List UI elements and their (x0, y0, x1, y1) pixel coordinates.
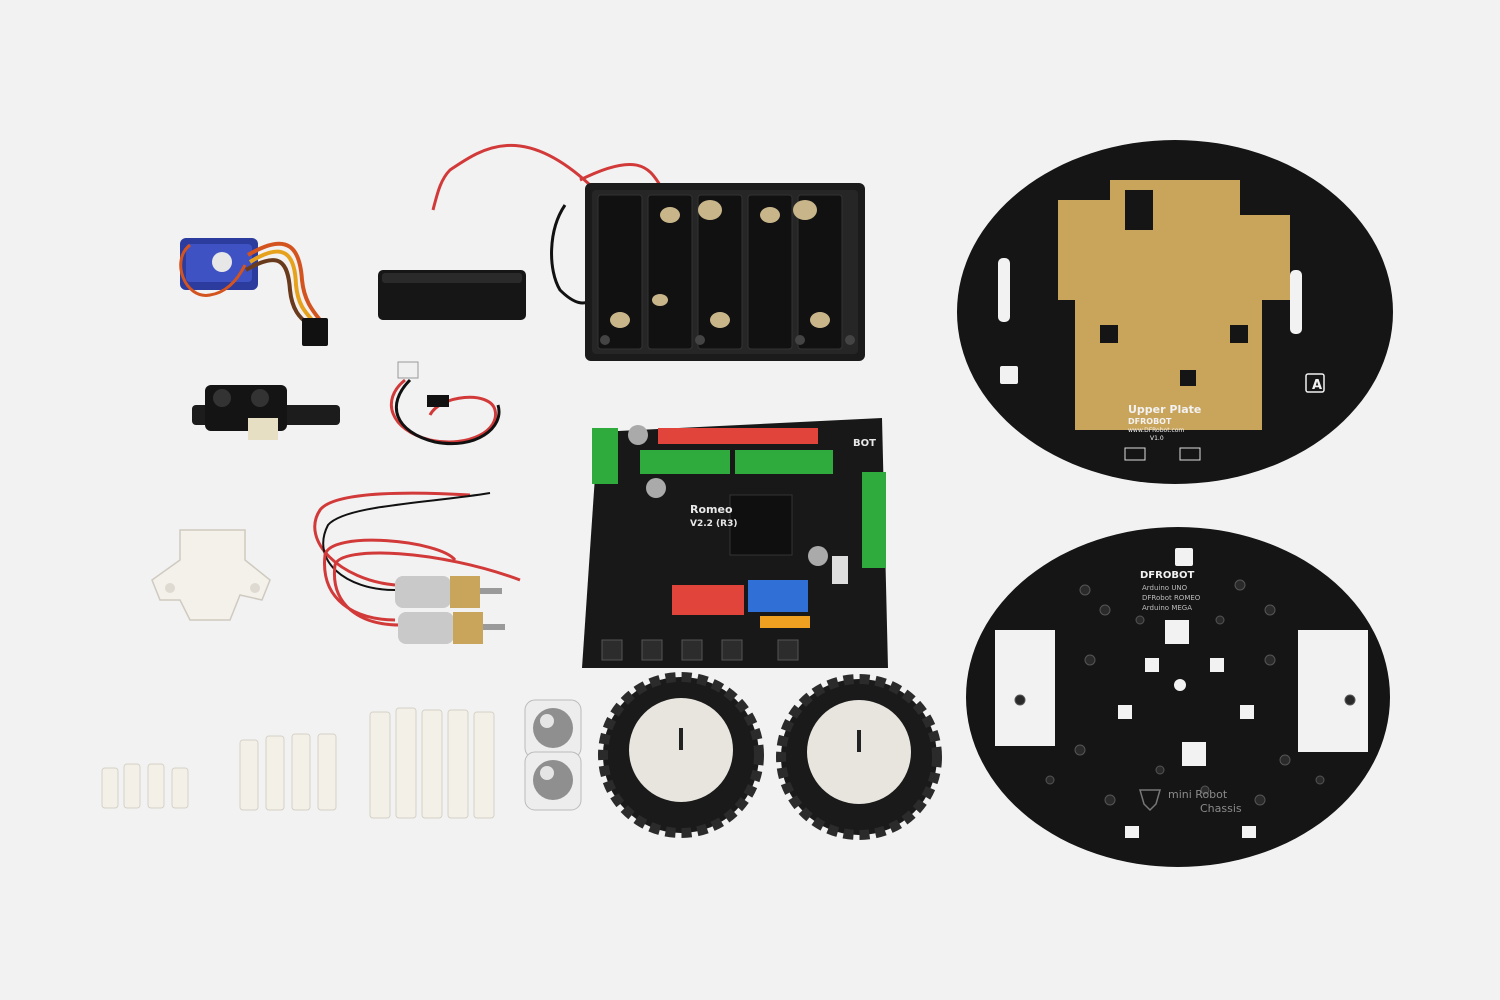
wheel-left (598, 672, 764, 838)
ir-sensor (192, 385, 340, 440)
battery-cover (378, 270, 526, 320)
battery-holder (585, 183, 865, 361)
upper-plate-brand: DFROBOT (1128, 417, 1172, 426)
gear-motors (313, 491, 521, 644)
battery-wires (431, 144, 662, 305)
lower-plate-footer-2: Chassis (1200, 802, 1242, 815)
upper-plate-title: Upper Plate (1128, 403, 1201, 416)
board-brand: BOT (853, 438, 876, 449)
upper-plate-url: www.DFRobot.com (1128, 427, 1184, 434)
lower-plate-brand: DFROBOT (1140, 570, 1194, 581)
romeo-board: Romeo V2.2 (R3) BOT (582, 418, 888, 668)
nylon-standoffs (101, 707, 495, 819)
micro-servo (179, 238, 328, 346)
autobot-logo-icon (1139, 789, 1161, 812)
lower-plate-compat-3: Arduino MEGA (1142, 604, 1192, 612)
lower-plate-footer-1: mini Robot (1168, 788, 1228, 801)
upper-plate-version: V1.0 (1150, 435, 1164, 442)
board-version: V2.2 (R3) (690, 519, 737, 529)
upper-plate: A Upper Plate DFROBOT www.DFRobot.com V1… (957, 140, 1393, 484)
sensor-cable (389, 361, 501, 446)
lower-plate-compat-2: DFRobot ROMEO (1142, 594, 1201, 602)
upper-plate-mark: A (1312, 378, 1322, 393)
lower-plate-compat-1: Arduino UNO (1142, 584, 1188, 592)
ball-casters (524, 699, 582, 811)
wheel-right (776, 674, 942, 840)
motor-bracket (151, 529, 271, 621)
lower-plate: DFROBOT Arduino UNO DFRobot ROMEO Arduin… (966, 527, 1390, 867)
board-name: Romeo (690, 503, 733, 516)
